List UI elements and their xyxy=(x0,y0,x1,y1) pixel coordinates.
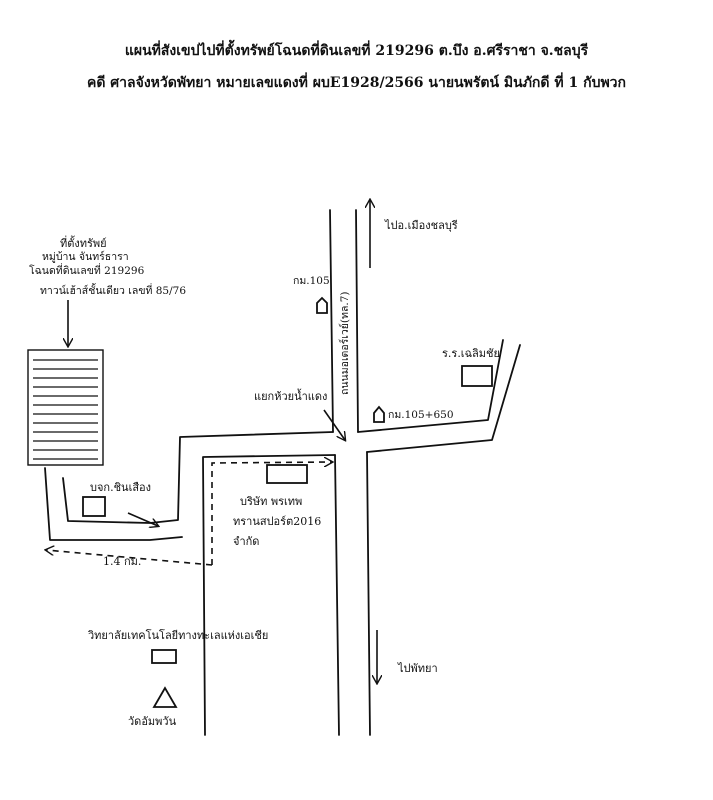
east-road-south-edge xyxy=(366,344,521,453)
km105-label: กม.105 xyxy=(293,275,330,287)
company-chin-box xyxy=(82,496,106,517)
village-label: หมู่บ้าน จันทร์ธารา xyxy=(42,250,129,263)
to-chonburi-label: ไปอ.เมืองชลบุรี xyxy=(384,219,458,232)
company-pornthep-label-1: บริษัท พรเทพ xyxy=(240,495,302,508)
arrow-to-soi-icon xyxy=(127,512,158,526)
dashed-route-main xyxy=(211,462,332,565)
townhouse-label: ทาวน์เฮ้าส์ชั้นเดียว เลขที่ 85/76 xyxy=(40,283,186,297)
college-label: วิทยาลัยเทคโนโลยีทางทะเลแห่งเอเชีย xyxy=(87,628,268,642)
motorway-east-edge xyxy=(355,209,359,433)
west-road-north-edge xyxy=(62,431,334,524)
map-title-line-2: คดี ศาลจังหวัดพัทยา หมายเลขแดงที่ ผบE192… xyxy=(86,75,627,91)
college-box xyxy=(151,649,177,664)
company-chin-label: บจก.ชินเสือง xyxy=(90,481,151,494)
road-name-label: ถนนมอเตอร์เวย์(ทล.7) xyxy=(338,292,351,396)
property-heading-label: ที่ตั้งทรัพย์ xyxy=(60,235,107,250)
townhouse-block xyxy=(27,349,104,466)
map-title-line-1: แผนที่สังเขปไปที่ตั้งทรัพย์โฉนดที่ดินเลข… xyxy=(124,43,589,59)
company-pornthep-label-2: ทรานสปอร์ต2016 xyxy=(233,515,321,528)
motorway-east-edge-south xyxy=(366,451,371,736)
km105-650-label: กม.105+650 xyxy=(388,409,454,421)
school-box xyxy=(461,365,493,387)
motorway-west-edge xyxy=(329,209,334,433)
intersection-label: แยกห้วยน้ำแดง xyxy=(254,388,327,403)
motorway-west-edge-south xyxy=(334,454,340,736)
arrow-to-intersection-icon xyxy=(323,409,345,440)
school-label: ร.ร.เฉลิมชัย xyxy=(442,347,500,360)
temple-triangle-icon xyxy=(152,686,178,708)
company-pornthep-label-3: จำกัด xyxy=(233,535,259,548)
km105-650-marker-icon xyxy=(373,405,385,423)
east-road-north-edge xyxy=(357,339,504,433)
temple-label: วัดอัมพวัน xyxy=(128,715,177,728)
deed-label: โฉนดที่ดินเลขที่ 219296 xyxy=(29,263,145,277)
km105-marker-icon xyxy=(316,296,328,314)
company-pornthep-box xyxy=(266,464,308,484)
soi-inner-edge xyxy=(44,467,183,541)
dashed-route-distance xyxy=(46,550,213,566)
to-pattaya-label: ไปพัทยา xyxy=(397,662,438,675)
townhouse-rows xyxy=(33,359,98,460)
distance-label: 1.4 กม. xyxy=(103,555,141,568)
west-road-south-edge xyxy=(202,454,336,736)
